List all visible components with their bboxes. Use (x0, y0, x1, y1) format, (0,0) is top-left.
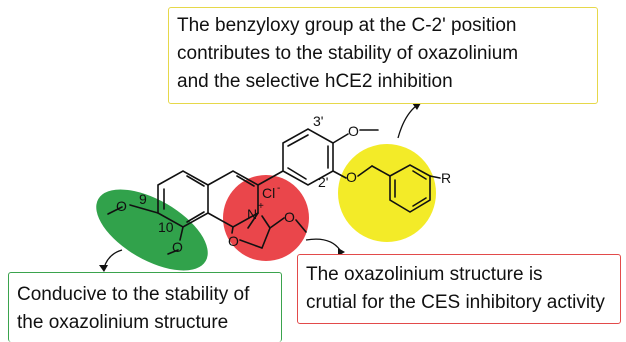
position-9-label: 9 (139, 191, 147, 207)
oxygen-c10-label: O (172, 239, 183, 255)
benzyloxy-callout-line-2: contributes to the stability of oxazolin… (177, 43, 519, 64)
stability-callout-line-2: the oxazolinium structure (17, 312, 229, 333)
chloride-charge-label: - (277, 183, 280, 194)
position-10-label: 10 (158, 219, 174, 235)
chloride-label: Cl (262, 185, 275, 201)
oxygen-ring-label: O (228, 233, 239, 249)
bond-lines (107, 128, 441, 255)
benzyloxy-callout-line-3: and the selective hCE2 inhibition (177, 71, 453, 92)
nitrogen-charge-label: + (258, 201, 264, 212)
nitrogen-label: N (247, 206, 257, 222)
substituent-r-label: R (441, 170, 451, 186)
oxazolinium-callout-line-1: The oxazolinium structure is (306, 264, 543, 285)
oxygen-3p-label: O (348, 123, 359, 139)
yellow-highlight (338, 144, 436, 242)
oxygen-methoxy-label: O (284, 209, 295, 225)
stability-callout-line-1: Conducive to the stability of (17, 284, 250, 305)
green-highlight (96, 189, 208, 271)
benzyloxy-callout-line-1: The benzyloxy group at the C-2' position (177, 15, 517, 36)
oxazolinium-callout: The oxazolinium structure is crutial for… (297, 254, 621, 324)
stability-callout: Conducive to the stability of the oxazol… (8, 272, 282, 342)
position-3p-label: 3' (313, 113, 323, 129)
benzyloxy-callout: The benzyloxy group at the C-2' position… (168, 7, 598, 104)
position-2p-label: 2' (318, 174, 328, 190)
oxygen-2p-label: O (346, 169, 357, 185)
red-highlight (223, 175, 309, 261)
oxazolinium-callout-line-2: crutial for the CES inhibitory activity (306, 292, 605, 313)
oxygen-c9-label: O (116, 198, 127, 214)
